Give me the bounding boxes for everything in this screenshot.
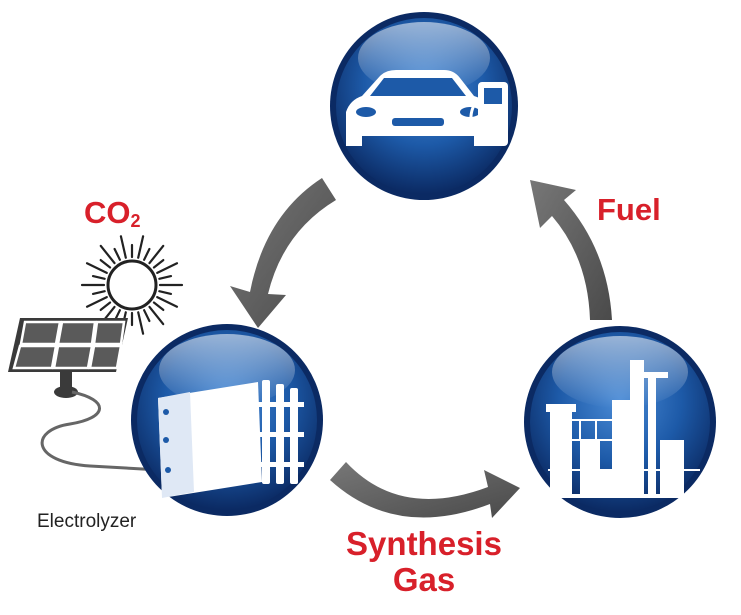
sun-ray: [99, 244, 116, 265]
sun-ray: [137, 311, 145, 335]
co2-label: CO2: [84, 195, 141, 232]
co2-subscript: 2: [130, 211, 141, 231]
sun-ray: [158, 290, 173, 295]
cycle-arrow-icon: [230, 178, 612, 518]
sun-ray: [143, 309, 151, 323]
co2-main-text: CO: [84, 195, 131, 230]
sun-ray: [99, 259, 112, 269]
electrolyzer-stack-icon: [158, 380, 304, 498]
sun-ray: [152, 259, 165, 269]
car-circle: [330, 12, 518, 200]
sun-ray: [119, 235, 127, 259]
refinery-icon: [540, 360, 700, 498]
synthesis-gas-line1: Synthesis: [346, 525, 502, 562]
fuel-label: Fuel: [597, 192, 661, 227]
sun-ray: [85, 296, 108, 308]
sun-ray: [156, 296, 179, 308]
sun-ray: [143, 247, 151, 261]
sun-ray: [85, 262, 108, 274]
sun-ray: [91, 275, 106, 280]
sun-ray: [152, 301, 165, 311]
sun-ray: [156, 262, 179, 274]
sun-ray: [137, 235, 145, 259]
sun-ray: [91, 290, 106, 295]
sun-ray: [148, 244, 165, 265]
sun-ray: [158, 275, 173, 280]
sun-ray: [148, 305, 165, 326]
sun-ray: [113, 247, 121, 261]
electrolyzer-circle: [131, 324, 323, 516]
synthesis-gas-line2: Gas: [392, 561, 456, 598]
fuel-pump-icon: [469, 82, 508, 146]
synthesis-gas-label: Synthesis Gas: [340, 526, 508, 598]
car-icon: [346, 70, 490, 146]
sun-ray: [99, 301, 112, 311]
electrolyzer-label: Electrolyzer: [37, 511, 137, 532]
solar-panel-icon: [8, 318, 161, 472]
refinery-circle: [524, 326, 716, 518]
